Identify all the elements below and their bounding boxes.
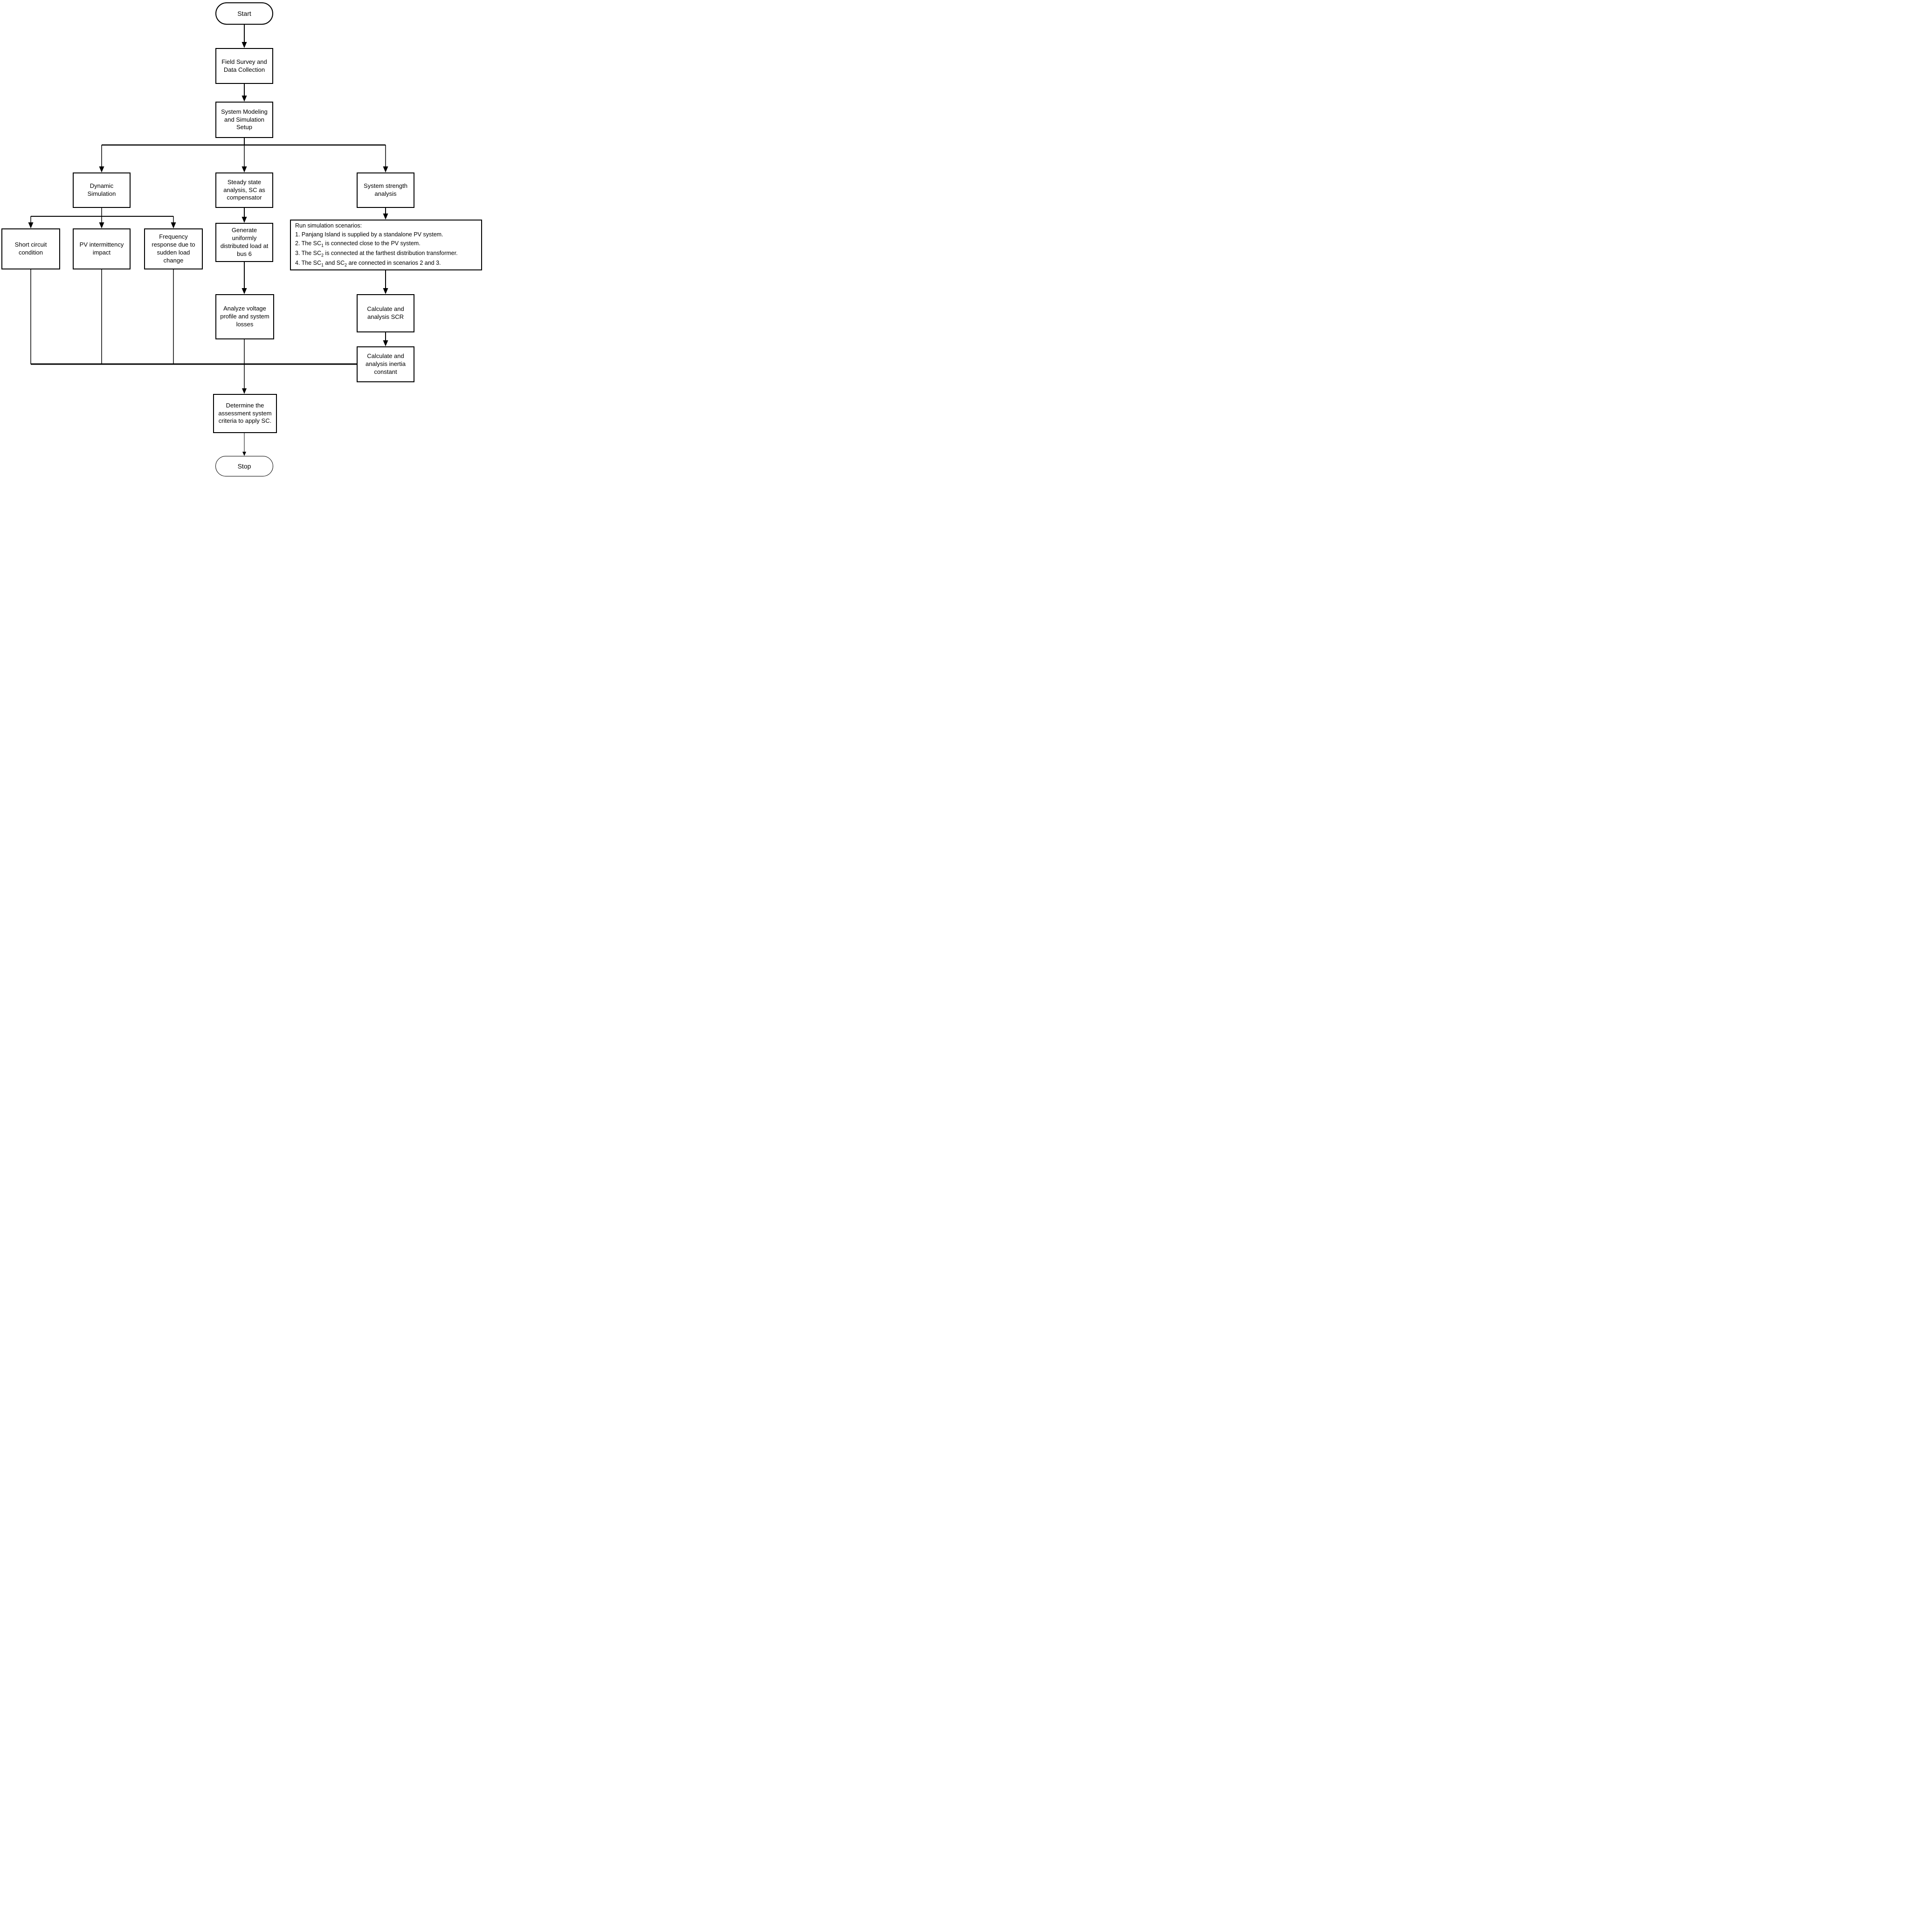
scenario-line: Run simulation scenarios:: [295, 222, 362, 229]
node-system-modeling: System Modeling and Simulation Setup: [215, 102, 273, 138]
node-calc-scr-label: Calculate and analysis SCR: [367, 305, 404, 320]
node-calc-inertia: Calculate and analysis inertia constant: [357, 346, 414, 382]
edge-generate-load-to-analyze-voltage: [242, 262, 247, 294]
connector-layer: [28, 25, 388, 456]
node-field-survey-label: Field Survey and Data Collection: [221, 58, 267, 73]
edge-analyze-voltage-to-determine: [242, 339, 247, 394]
edge-system-modeling-to-branch: [102, 138, 386, 146]
node-pv-intermittency-label: PV intermittency impact: [79, 241, 124, 256]
node-analyze-voltage: Analyze voltage profile and system losse…: [215, 294, 274, 339]
node-steady-state: Steady state analysis, SC as compensator: [215, 172, 273, 208]
node-steady-state-label: Steady state analysis, SC as compensator: [223, 178, 265, 201]
node-start: Start: [215, 2, 273, 25]
node-short-circuit: Short circuit condition: [1, 228, 60, 269]
edge-start-to-field-survey: [242, 25, 247, 48]
node-system-modeling-label: System Modeling and Simulation Setup: [221, 108, 268, 131]
node-run-simulation-scenarios: Run simulation scenarios: 1. Panjang Isla…: [290, 220, 482, 270]
edge-scenarios-to-calc-scr: [383, 270, 388, 294]
edge-determine-to-stop: [242, 433, 246, 456]
node-short-circuit-label: Short circuit condition: [14, 241, 47, 256]
node-system-strength: System strength analysis: [357, 172, 414, 208]
flowchart-canvas: Start Field Survey and Data Collection S…: [0, 0, 483, 477]
node-calc-scr: Calculate and analysis SCR: [357, 294, 414, 332]
node-start-label: Start: [237, 9, 251, 17]
node-frequency-response: Frequency response due to sudden load ch…: [144, 228, 203, 269]
node-dynamic-simulation: Dynamic Simulation: [73, 172, 131, 208]
edge-steady-state-to-generate-load: [242, 208, 247, 223]
node-calc-inertia-label: Calculate and analysis inertia constant: [366, 352, 406, 375]
node-determine-criteria-label: Determine the assessment system criteria…: [218, 401, 272, 425]
node-generate-load-label: Generate uniformly distributed load at b…: [220, 227, 269, 257]
node-system-strength-label: System strength analysis: [364, 182, 407, 197]
edge-dynamic-simulation-to-subbranch: [31, 208, 173, 217]
edge-system-strength-to-scenarios: [383, 208, 388, 220]
node-stop-label: Stop: [237, 462, 251, 470]
node-dynamic-simulation-label: Dynamic Simulation: [87, 182, 116, 197]
node-stop: Stop: [215, 456, 273, 476]
edge-subbranch-to-pv-intermittency: [99, 216, 104, 228]
edge-subbranch-to-frequency-response: [171, 216, 176, 228]
scenario-line: 1. Panjang Island is supplied by a stand…: [295, 231, 443, 238]
scenario-line: 4. The SC1 and SC2 are connected in scen…: [295, 260, 441, 268]
node-field-survey: Field Survey and Data Collection: [215, 48, 273, 84]
scenario-line: 3. The SC2 is connected at the farthest …: [295, 250, 458, 258]
edge-branch-to-dynamic-simulation: [99, 145, 104, 172]
edge-field-survey-to-system-modeling: [242, 84, 247, 102]
node-analyze-voltage-label: Analyze voltage profile and system losse…: [220, 305, 269, 328]
edge-branch-to-system-strength: [383, 145, 388, 172]
edge-calc-scr-to-calc-inertia: [383, 332, 388, 346]
scenarios-text: Run simulation scenarios: 1. Panjang Isla…: [295, 221, 458, 269]
edge-subbranch-to-short-circuit: [28, 216, 34, 228]
node-pv-intermittency: PV intermittency impact: [73, 228, 131, 269]
node-frequency-response-label: Frequency response due to sudden load ch…: [152, 233, 195, 264]
edge-branch-to-steady-state: [242, 145, 247, 172]
node-generate-load: Generate uniformly distributed load at b…: [215, 223, 273, 262]
node-determine-criteria: Determine the assessment system criteria…: [213, 394, 277, 433]
scenario-line: 2. The SC1 is connected close to the PV …: [295, 240, 421, 248]
